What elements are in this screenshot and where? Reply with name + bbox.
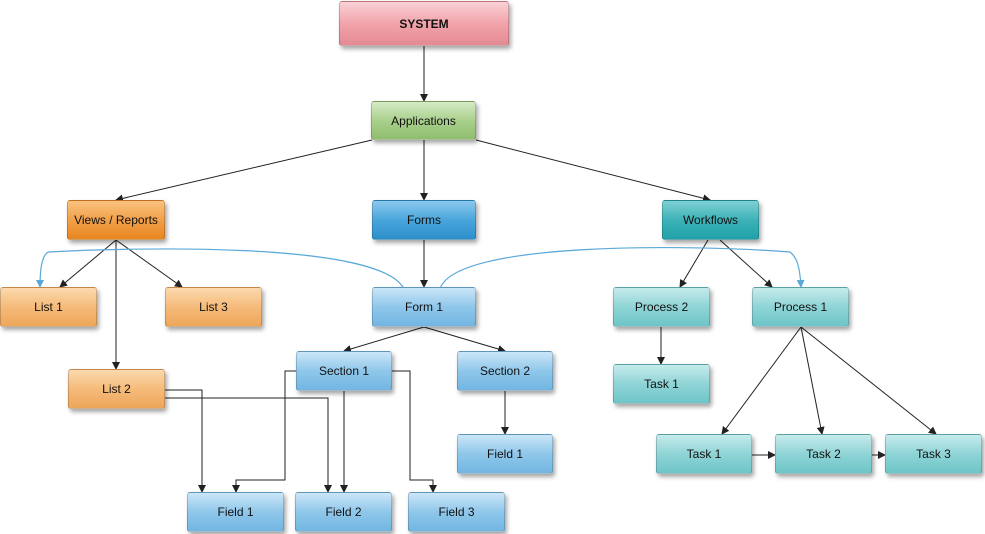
node-task-3-label: Task 3 <box>916 447 951 461</box>
node-section-2-field-1-label: Field 1 <box>486 447 524 461</box>
node-list-1[interactable]: List 1 <box>0 287 97 327</box>
edge-section1-field3 <box>392 370 437 493</box>
edge-form1-section2 <box>423 326 506 353</box>
edge-process1-task1 <box>721 326 802 435</box>
node-process-1-label: Process 1 <box>773 300 828 314</box>
node-workflows[interactable]: Workflows <box>662 200 759 240</box>
node-system-label: SYSTEM <box>399 16 449 31</box>
node-process-2[interactable]: Process 2 <box>613 287 710 327</box>
node-field-2-label: Field 2 <box>325 505 362 519</box>
node-field-3-label: Field 3 <box>438 505 475 519</box>
node-field-2[interactable]: Field 2 <box>295 492 392 532</box>
node-task-2[interactable]: Task 2 <box>775 434 872 474</box>
node-field-1[interactable]: Field 1 <box>187 492 284 532</box>
edge-workflows-process2 <box>679 239 709 288</box>
node-process-1[interactable]: Process 1 <box>752 287 849 327</box>
node-field-1-label: Field 1 <box>217 505 254 519</box>
edge-views-list3 <box>115 239 183 288</box>
node-list-3[interactable]: List 3 <box>165 287 262 327</box>
edge-applications-views <box>115 139 373 203</box>
node-section-2-label: Section 2 <box>479 364 531 378</box>
edge-list2-field2 <box>165 397 332 493</box>
edge-form1-process1-curve <box>439 247 805 290</box>
node-views-reports-label: Views / Reports <box>74 213 158 227</box>
node-task-2-label: Task 2 <box>806 447 841 461</box>
edge-applications-workflows <box>475 139 711 203</box>
node-forms[interactable]: Forms <box>372 200 476 240</box>
node-task-1[interactable]: Task 1 <box>656 434 752 474</box>
node-section-1-label: Section 1 <box>318 364 370 378</box>
node-process-2-label: Process 2 <box>634 300 689 314</box>
node-section-2[interactable]: Section 2 <box>457 351 553 391</box>
edge-process1-task2 <box>800 326 825 435</box>
node-process-2-task-1-label: Task 1 <box>644 377 679 391</box>
node-applications-label: Applications <box>391 113 456 128</box>
edge-form1-section1 <box>343 326 425 353</box>
node-list-2-label: List 2 <box>102 382 131 396</box>
edge-form1-list1-curve <box>36 248 405 290</box>
node-task-3[interactable]: Task 3 <box>885 434 982 474</box>
node-field-3[interactable]: Field 3 <box>408 492 505 532</box>
edge-views-list1 <box>59 239 117 288</box>
node-applications[interactable]: Applications <box>371 101 476 140</box>
node-system[interactable]: SYSTEM <box>339 1 509 46</box>
node-list-2[interactable]: List 2 <box>68 369 165 409</box>
node-section-1[interactable]: Section 1 <box>296 351 392 391</box>
edge-process1-task3 <box>800 326 937 435</box>
node-list-1-label: List 1 <box>34 300 63 314</box>
node-views-reports[interactable]: Views / Reports <box>67 200 165 240</box>
node-form-1[interactable]: Form 1 <box>372 287 476 327</box>
node-list-3-label: List 3 <box>199 300 228 314</box>
node-workflows-label: Workflows <box>682 213 739 227</box>
node-section-2-field-1[interactable]: Field 1 <box>457 434 553 474</box>
node-process-2-task-1[interactable]: Task 1 <box>613 364 710 404</box>
edge-section1-field1 <box>232 370 296 493</box>
node-forms-label: Forms <box>407 213 441 227</box>
edge-list2-field1 <box>165 389 206 493</box>
node-task-1-label: Task 1 <box>686 447 722 461</box>
edge-workflows-process1 <box>719 239 773 288</box>
node-form-1-label: Form 1 <box>404 300 443 314</box>
